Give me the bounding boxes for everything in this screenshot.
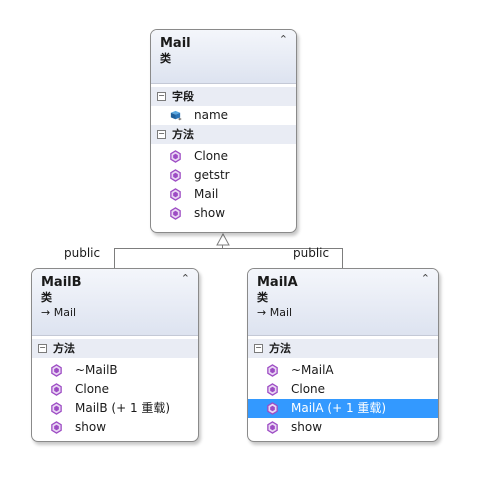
class-header-maila[interactable]: MailA 类 → Mail ⌃ [248,269,438,336]
class-box-maila[interactable]: MailA 类 → Mail ⌃ − 方法 ~MailA Clone MailA… [247,268,439,442]
method-item[interactable]: show [248,418,438,437]
collapse-chevron-icon[interactable]: ⌃ [180,272,190,285]
method-name: Mail [194,187,219,201]
method-item[interactable]: Clone [151,147,296,166]
section-header-methods[interactable]: − 方法 [151,125,296,144]
base-class-name: Mail [269,306,293,319]
class-name: MailB [41,275,82,290]
method-name: Clone [75,382,110,396]
method-item-selected[interactable]: MailA (+ 1 重载) [248,399,438,418]
edge-label-maila: public [293,246,330,260]
collapse-toggle-icon[interactable]: − [38,343,47,353]
method-name: MailB (+ 1 重载) [75,401,171,415]
method-name: show [291,420,323,434]
field-name: name [194,108,229,122]
collapse-toggle-icon[interactable]: − [157,91,166,101]
method-item[interactable]: Clone [248,380,438,399]
method-item[interactable]: MailB (+ 1 重载) [32,399,198,418]
method-item[interactable]: getstr [151,166,296,185]
connector-horizontal [114,248,343,249]
base-class-name: Mail [53,306,77,319]
method-name: Clone [194,149,229,163]
section-label: 字段 [172,90,194,103]
method-icon [51,383,62,396]
method-item[interactable]: ~MailB [32,361,198,380]
class-name: MailA [257,275,298,290]
method-item[interactable]: show [151,204,296,223]
base-class: → Mail [257,305,429,320]
method-name: show [75,420,107,434]
connector-vertical-mailb [114,248,115,268]
inherit-arrow-icon: → [257,306,267,319]
class-name: Mail [160,36,191,51]
method-item[interactable]: Clone [32,380,198,399]
inheritance-arrowhead [216,233,230,246]
edge-label-mailb: public [64,246,101,260]
method-icon [170,169,181,182]
class-stereotype: 类 [41,291,52,304]
method-icon [170,188,181,201]
class-stereotype: 类 [160,52,171,65]
method-item[interactable]: show [32,418,198,437]
section-header-methods[interactable]: − 方法 [248,339,438,358]
method-item[interactable]: Mail [151,185,296,204]
method-name: MailA (+ 1 重载) [291,401,387,415]
method-name: Clone [291,382,326,396]
method-name: ~MailA [291,363,334,377]
method-icon [170,150,181,163]
method-icon [51,364,62,377]
base-class: → Mail [41,305,189,320]
method-icon [170,207,181,220]
class-box-mail[interactable]: Mail 类 ⌃ − 字段 * name − 方法 Clone getstr M… [150,29,297,233]
svg-text:*: * [178,116,182,122]
method-icon [267,421,278,434]
inherit-arrow-icon: → [41,306,51,319]
class-header-mail[interactable]: Mail 类 ⌃ [151,30,296,84]
method-icon [267,402,278,415]
collapse-toggle-icon[interactable]: − [254,343,263,353]
collapse-chevron-icon[interactable]: ⌃ [278,33,288,46]
field-item[interactable]: * name [151,106,296,125]
method-name: getstr [194,168,230,182]
collapse-chevron-icon[interactable]: ⌃ [420,272,430,285]
class-header-mailb[interactable]: MailB 类 → Mail ⌃ [32,269,198,336]
method-icon [267,364,278,377]
method-icon [51,402,62,415]
method-name: ~MailB [75,363,118,377]
section-header-methods[interactable]: − 方法 [32,339,198,358]
collapse-toggle-icon[interactable]: − [157,129,166,139]
connector-vertical-mail [222,245,223,248]
method-icon [51,421,62,434]
section-header-fields[interactable]: − 字段 [151,87,296,106]
class-stereotype: 类 [257,291,268,304]
field-icon: * [170,110,182,122]
method-name: show [194,206,226,220]
section-label: 方法 [172,128,194,141]
method-item[interactable]: ~MailA [248,361,438,380]
method-icon [267,383,278,396]
class-box-mailb[interactable]: MailB 类 → Mail ⌃ − 方法 ~MailB Clone MailB… [31,268,199,442]
section-label: 方法 [53,342,75,355]
connector-vertical-maila [342,248,343,268]
section-label: 方法 [269,342,291,355]
